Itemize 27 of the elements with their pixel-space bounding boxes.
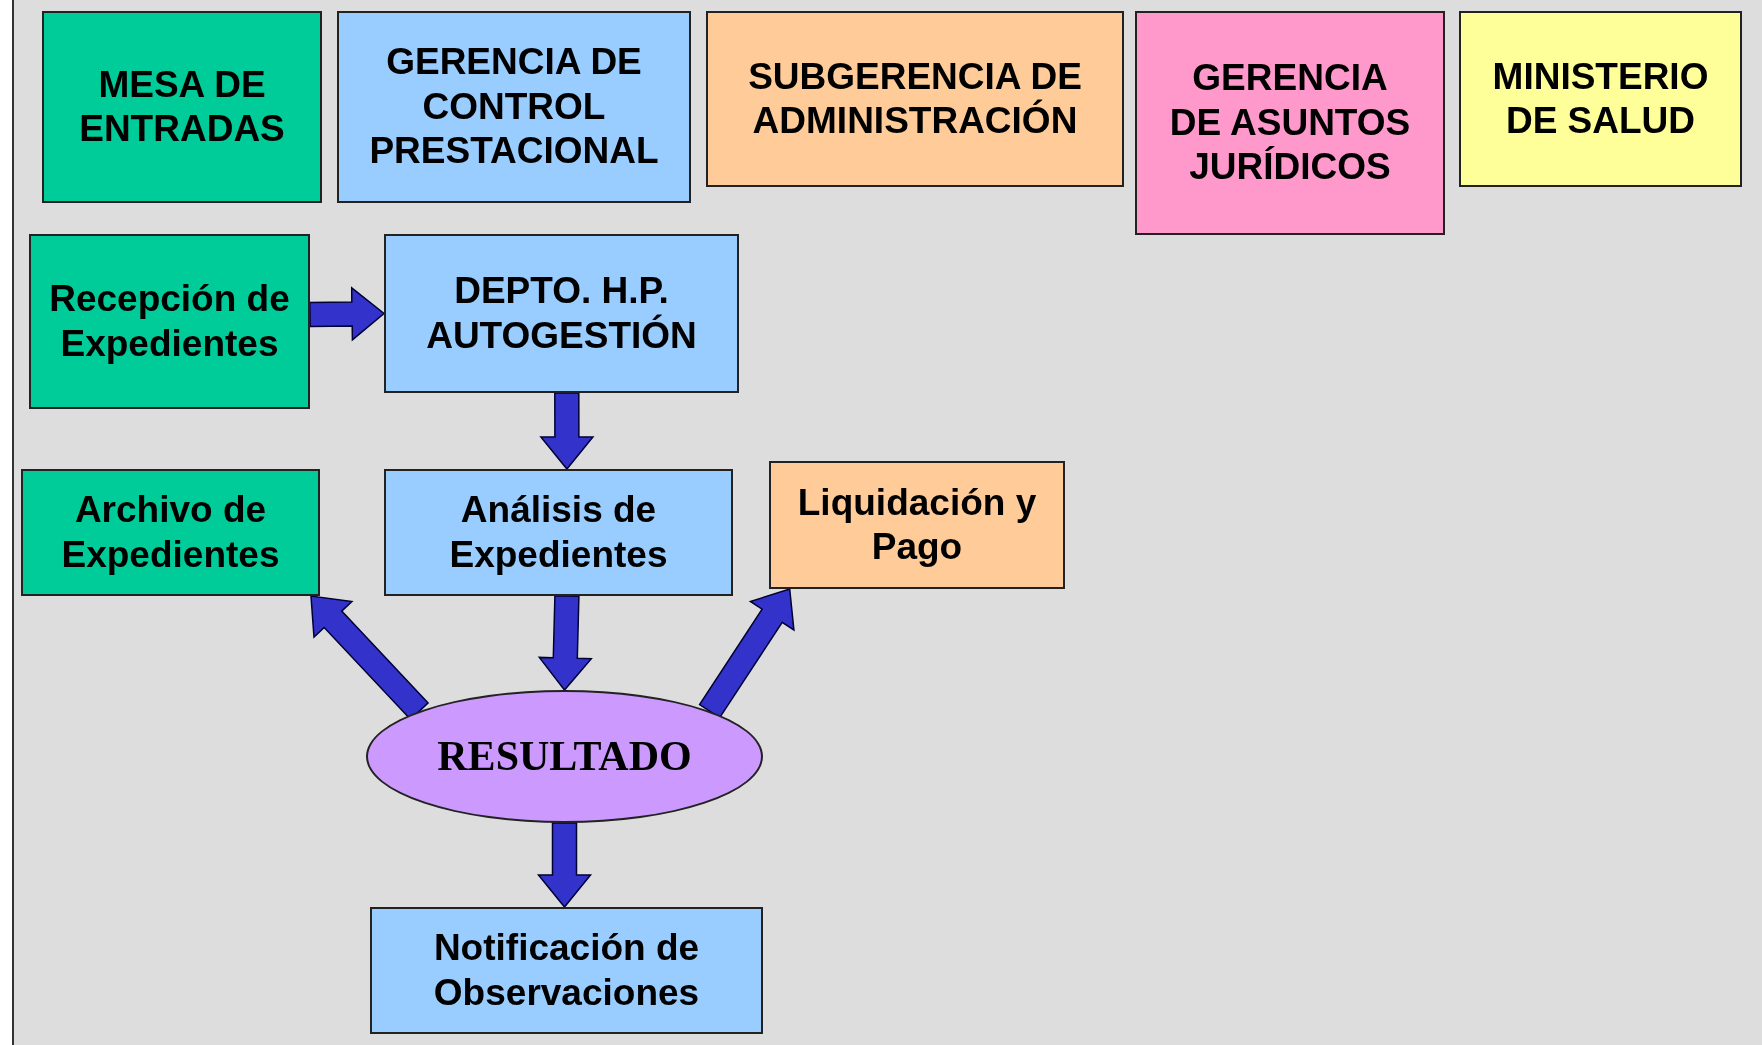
process-box — [42, 11, 322, 203]
node-label: MINISTERIO DE SALUD — [1491, 54, 1710, 143]
node-label: SUBGERENCIA DE ADMINISTRACIÓN — [747, 54, 1083, 143]
node-label: Liquidación y Pago — [796, 480, 1038, 569]
block-arrow — [537, 594, 593, 692]
process-box — [337, 11, 691, 203]
node-label: Archivo de Expedientes — [60, 488, 281, 577]
process-box — [384, 234, 739, 393]
process-box — [1459, 11, 1742, 187]
node-label: Notificación de Observaciones — [432, 926, 701, 1015]
node-label: DEPTO. H.P. AUTOGESTIÓN — [425, 269, 698, 358]
process-box — [21, 469, 320, 596]
process-box — [706, 11, 1124, 187]
block-arrow — [309, 286, 386, 342]
node-label: MESA DE ENTRADAS — [78, 62, 286, 151]
node-label: Recepción de Expedientes — [48, 277, 291, 366]
block-arrow — [539, 392, 595, 471]
node-label: RESULTADO — [437, 732, 692, 782]
node-label: Análisis de Expedientes — [448, 488, 669, 577]
process-box — [769, 461, 1065, 589]
block-arrow — [536, 822, 593, 909]
node-label: GERENCIA DE ASUNTOS JURÍDICOS — [1168, 56, 1412, 190]
process-box — [384, 469, 733, 596]
node-label: GERENCIA DE CONTROL PRESTACIONAL — [368, 40, 660, 174]
process-box — [1135, 11, 1445, 235]
process-box — [370, 907, 763, 1034]
process-box — [29, 234, 310, 409]
